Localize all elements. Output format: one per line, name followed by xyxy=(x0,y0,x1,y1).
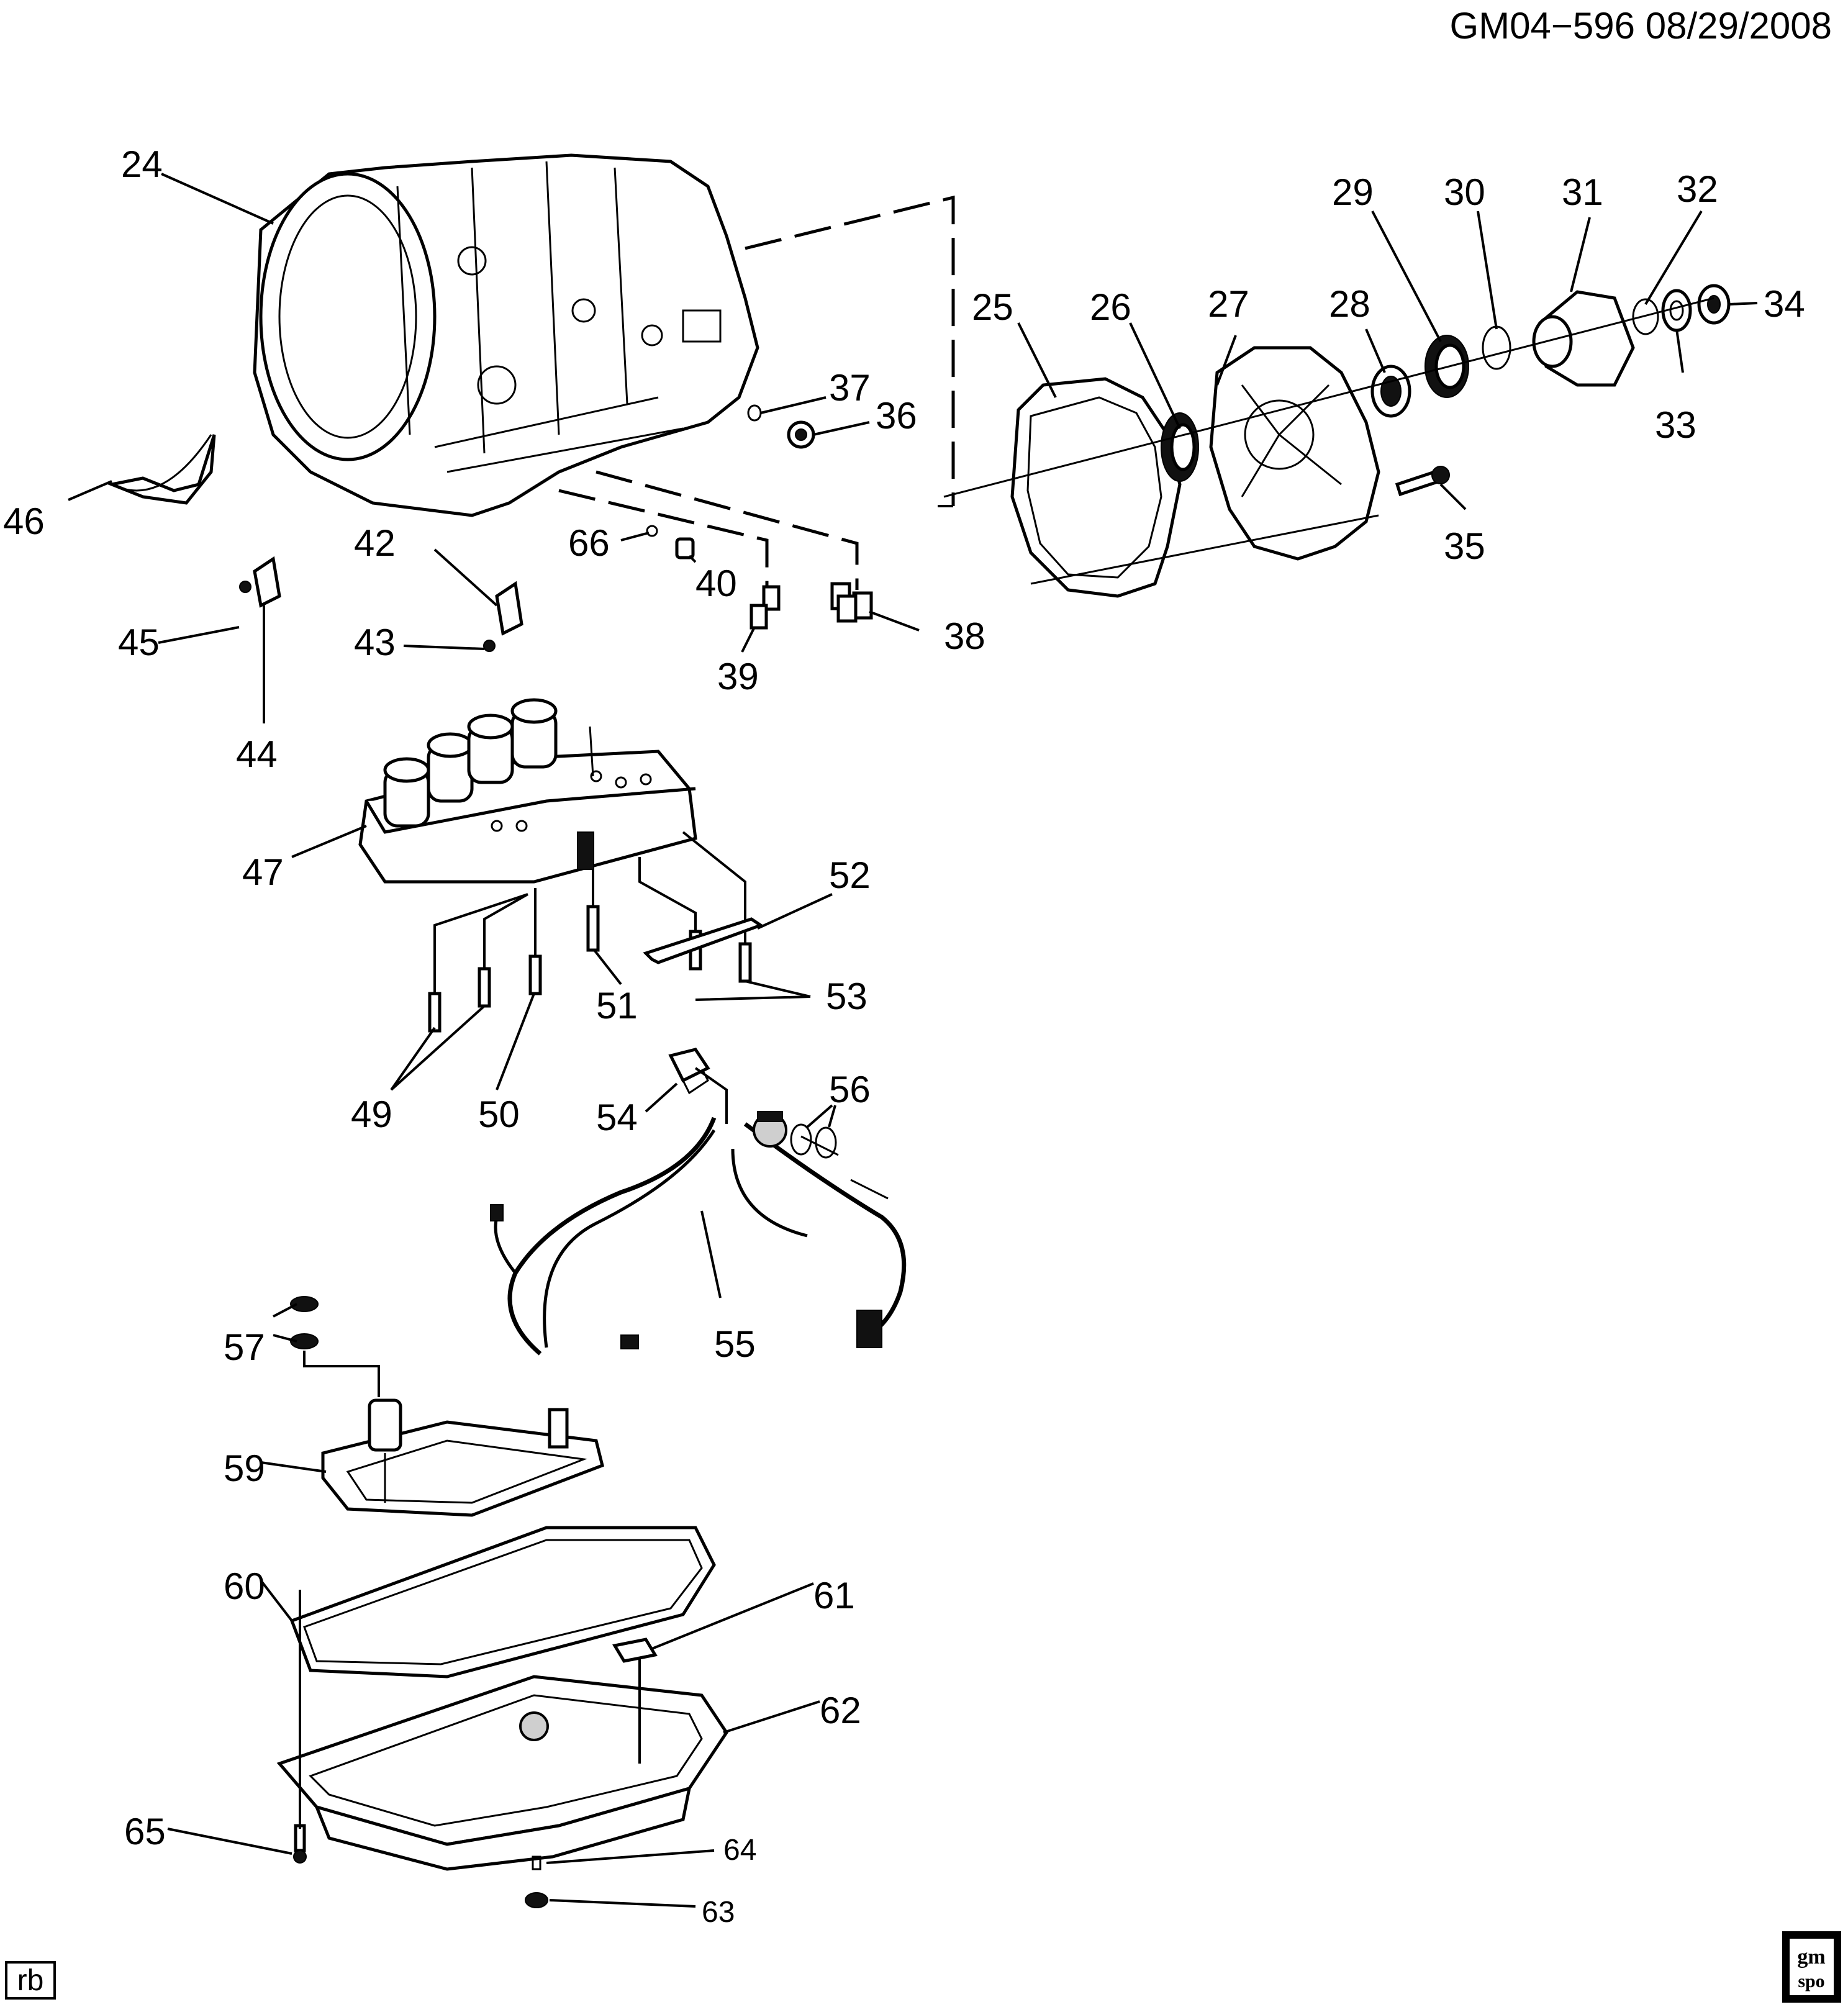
callout-37: 37 xyxy=(829,367,871,409)
callout-61: 61 xyxy=(813,1575,855,1616)
callout-33: 33 xyxy=(1655,404,1696,446)
callout-25: 25 xyxy=(972,286,1013,328)
assembly-axis-line xyxy=(943,297,1714,498)
rb-badge-label: rb xyxy=(17,1964,44,1997)
callout-57: 57 xyxy=(224,1326,265,1368)
callout-53: 53 xyxy=(826,976,867,1017)
callout-51: 51 xyxy=(596,985,638,1026)
bolt-51 xyxy=(586,905,600,952)
callout-26: 26 xyxy=(1090,286,1131,328)
sensor-44 xyxy=(239,556,281,608)
callout-55: 55 xyxy=(714,1323,756,1365)
clip-54 xyxy=(668,1048,710,1083)
drain-plug-63 xyxy=(525,1892,548,1908)
bolts-49 xyxy=(428,967,491,1033)
callout-45: 45 xyxy=(118,622,160,663)
fitting-40 xyxy=(675,537,695,560)
diagram-reference: GM04−596 08/29/2008 xyxy=(1450,5,1832,47)
case-to-plug-39-dashed-line xyxy=(558,489,769,587)
logo-text-top: gm xyxy=(1797,1946,1825,1968)
callout-24: 24 xyxy=(121,143,163,185)
valve-body-47 xyxy=(358,698,697,884)
callout-31: 31 xyxy=(1562,171,1603,213)
bolt-50 xyxy=(528,954,542,995)
gasket-25 xyxy=(1010,377,1182,598)
callout-40: 40 xyxy=(695,563,737,604)
plugs-39 xyxy=(750,585,781,630)
callout-30: 30 xyxy=(1444,171,1485,213)
oil-pan-62 xyxy=(276,1675,729,1871)
o-ring-32 xyxy=(1632,298,1659,335)
callout-66: 66 xyxy=(568,522,610,564)
callout-47: 47 xyxy=(242,851,284,893)
callout-63: 63 xyxy=(702,1896,735,1929)
callout-34: 34 xyxy=(1764,283,1805,325)
callout-52: 52 xyxy=(829,854,871,896)
callout-65: 65 xyxy=(124,1811,166,1852)
callout-32: 32 xyxy=(1677,168,1718,210)
gm-spo-logo: gm spo xyxy=(1782,1931,1841,2003)
callout-29: 29 xyxy=(1332,171,1374,213)
callout-44: 44 xyxy=(236,733,278,775)
plug-36 xyxy=(787,420,815,449)
bolt-35 xyxy=(1395,466,1450,497)
seal-26 xyxy=(1161,412,1199,482)
callout-54: 54 xyxy=(596,1097,638,1138)
callout-64: 64 xyxy=(723,1834,756,1867)
transmission-case xyxy=(253,153,759,517)
callout-50: 50 xyxy=(478,1094,520,1135)
rb-badge: rb xyxy=(5,1961,56,2000)
callout-46: 46 xyxy=(3,501,45,542)
o-ring-66 xyxy=(646,525,658,537)
callout-60: 60 xyxy=(224,1565,265,1607)
callout-28: 28 xyxy=(1329,283,1370,325)
washer-64 xyxy=(532,1855,541,1870)
wiring-harness-55 xyxy=(490,1054,907,1356)
callout-59: 59 xyxy=(224,1447,265,1489)
callout-39: 39 xyxy=(717,656,759,697)
o-ring-37 xyxy=(747,404,762,422)
rear-cover-27 xyxy=(1209,346,1380,561)
nut-34 xyxy=(1697,284,1731,325)
case-to-cover-dashed-line xyxy=(745,195,955,506)
sensor-42 xyxy=(483,581,523,652)
filter-59 xyxy=(321,1398,604,1517)
magnet-61 xyxy=(612,1638,658,1663)
callout-36: 36 xyxy=(876,395,917,437)
callout-38: 38 xyxy=(944,615,985,657)
bearing-28 xyxy=(1370,365,1411,418)
bolt-65 xyxy=(293,1824,307,1864)
guide-46 xyxy=(106,434,216,505)
callout-49: 49 xyxy=(351,1094,392,1135)
pan-gasket-60 xyxy=(289,1526,716,1679)
case-to-plugs-dashed-line xyxy=(596,470,859,590)
callout-35: 35 xyxy=(1444,525,1485,567)
callout-42: 42 xyxy=(354,522,396,564)
callout-labels: 24 25 26 27 28 29 30 31 32 33 34 35 36 3… xyxy=(3,143,1805,1929)
callout-43: 43 xyxy=(354,622,396,663)
seals-56 xyxy=(790,1123,837,1159)
leader-lines xyxy=(68,173,1758,1908)
seals-57 xyxy=(290,1296,319,1349)
bracket-52 xyxy=(643,917,764,964)
callout-62: 62 xyxy=(820,1690,861,1731)
snap-ring-30 xyxy=(1482,325,1511,370)
logo-text-bottom: spo xyxy=(1798,1971,1824,1991)
plugs-38 xyxy=(830,582,873,623)
callout-27: 27 xyxy=(1208,283,1249,325)
callout-56: 56 xyxy=(829,1069,871,1110)
